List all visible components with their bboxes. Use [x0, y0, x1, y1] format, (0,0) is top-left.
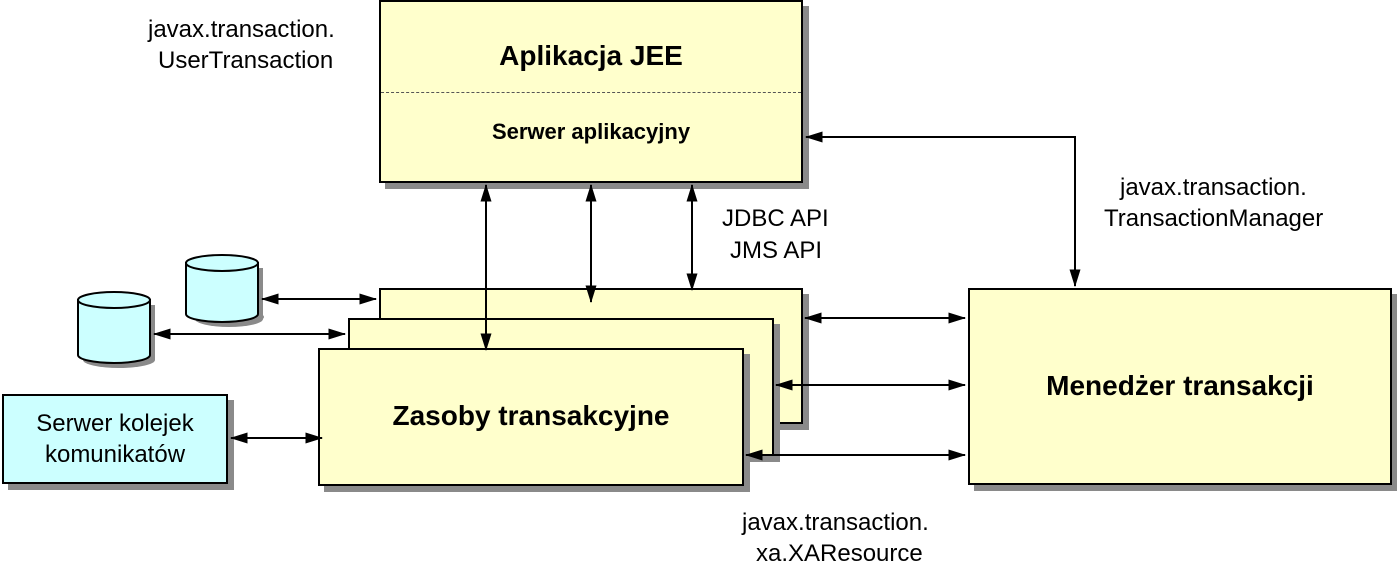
tx-manager-box: Menedżer transakcji [968, 288, 1392, 485]
app-title: Aplikacja JEE [499, 40, 683, 71]
user-transaction-label-line1: javax.transaction. [148, 16, 335, 43]
queue-server-line1: Serwer kolejek [36, 410, 194, 437]
tx-manager-label: Menedżer transakcji [1046, 370, 1314, 401]
queue-server-box: Serwer kolejek komunikatów [2, 394, 228, 484]
app-subtitle: Serwer aplikacyjny [491, 119, 691, 144]
app-divider [381, 92, 801, 93]
xa-resource-label-line1: javax.transaction. [742, 509, 929, 536]
queue-server-line2: komunikatów [44, 441, 186, 468]
jdbc-api-label: JDBC API [722, 205, 829, 232]
database-icon-lower [77, 291, 155, 368]
resources-label: Zasoby transakcyjne [392, 400, 670, 431]
xa-resource-label-line2: xa.XAResource [756, 540, 923, 567]
user-transaction-label-line2: UserTransaction [158, 47, 334, 74]
app-box: Aplikacja JEE Serwer aplikacyjny [379, 0, 803, 183]
jms-api-label: JMS API [730, 237, 823, 264]
database-icon-upper [185, 254, 264, 327]
tx-manager-api-label-line1: javax.transaction. [1120, 174, 1307, 201]
tx-manager-api-label-line2: TransactionManager [1104, 205, 1324, 232]
resource-box-front: Zasoby transakcyjne [318, 348, 744, 486]
